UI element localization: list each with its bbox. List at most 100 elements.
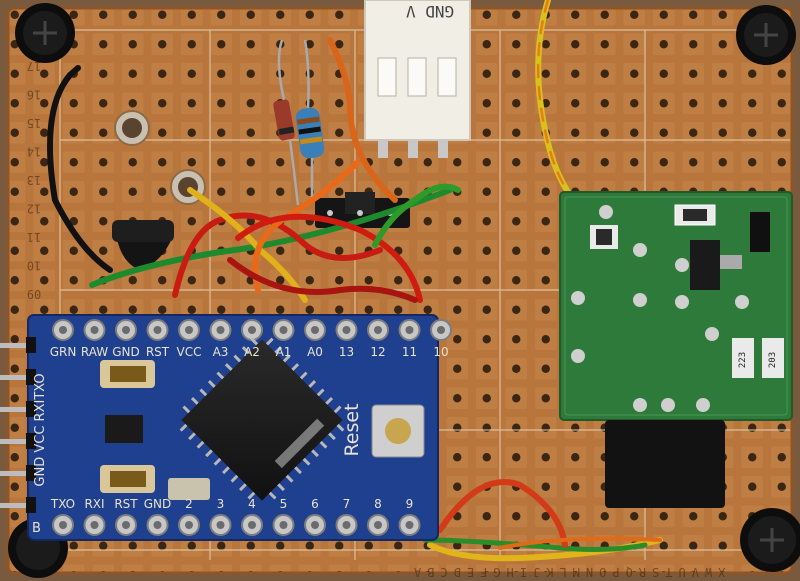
header-pad-hole	[374, 521, 382, 529]
capacitor-label-area	[110, 471, 146, 487]
header-pad-hole	[122, 521, 130, 529]
top-header-label: GRN	[50, 345, 77, 359]
angled-header-pin	[0, 407, 30, 412]
bottom-header-label: GND	[144, 497, 172, 511]
mounting-screw-top-right	[736, 5, 796, 65]
microcontroller-chip	[179, 337, 345, 501]
perfboard-row-number: 13	[27, 173, 41, 187]
rf-solder-pads	[571, 205, 749, 412]
header-pad-hole	[185, 521, 193, 529]
perfboard-row-number: 09	[27, 287, 41, 301]
bottom-header-label: 9	[406, 497, 414, 511]
bottom-header-labels: TXO RXI RST GND 2 3 4 5 6 7 8 9	[50, 497, 413, 511]
bottom-header-label: 8	[374, 497, 382, 511]
pin-housing	[26, 337, 36, 353]
board-hole-center	[122, 118, 142, 138]
header-pad-hole	[405, 521, 414, 529]
header-pad-hole	[59, 326, 67, 334]
header-pad-hole	[122, 326, 130, 334]
angled-header-pin	[0, 471, 30, 476]
perfboard-row-number: 10	[27, 259, 41, 273]
diode	[273, 39, 300, 206]
top-header-label: RAW	[81, 345, 108, 359]
header-pad-hole	[437, 326, 445, 334]
header-pad-hole	[311, 326, 319, 334]
pin-housing	[26, 465, 36, 481]
rf-module: 223 203	[559, 191, 793, 421]
angled-header-pin	[0, 343, 30, 348]
top-header-labels: GRN RAW GND RST VCC A3 A2 A1 A0 13 12 11 10	[50, 345, 449, 359]
top-header-label: 12	[370, 345, 385, 359]
bottom-header-label: 7	[343, 497, 351, 511]
top-header-label: VCC	[177, 345, 202, 359]
header-pad-hole	[59, 521, 67, 529]
pin-housing	[26, 401, 36, 417]
bottom-header-label: 5	[280, 497, 288, 511]
perfboard-column-letters: XWVUTSRQPONMLKJIHGFEDCBA	[408, 565, 725, 579]
capacitor-label-area	[110, 366, 146, 382]
header-pad-hole	[374, 326, 382, 334]
bottom-header-label: RST	[114, 497, 138, 511]
header-pad-hole	[153, 326, 162, 334]
top-header-label: GND	[112, 345, 140, 359]
header-pad-hole	[185, 326, 193, 334]
arduino-pro-mini: Reset GND VCC RXI TXO B GRN RAW GND RST VCC A3…	[0, 314, 452, 541]
bottom-header-label: 3	[217, 497, 225, 511]
header-pad-hole	[342, 326, 351, 334]
rf-component-label: 223	[738, 352, 748, 368]
angled-header-pin	[0, 439, 30, 444]
header-pad-hole	[279, 326, 288, 334]
rf-component-label: 203	[768, 352, 778, 368]
white-connector: GND V	[364, 0, 471, 158]
angled-header-pin	[0, 375, 30, 380]
header-pad-hole	[248, 521, 256, 529]
reset-button	[371, 404, 425, 458]
header-pad-hole	[405, 326, 414, 334]
pin-housing	[26, 433, 36, 449]
header-pad-hole	[216, 521, 225, 529]
resonator	[168, 478, 210, 500]
connector-label: GND V	[406, 2, 455, 21]
wires	[47, 0, 663, 562]
regulator-chip	[105, 415, 143, 443]
bottom-header-label: TXO	[50, 497, 75, 511]
top-header-label: A1	[276, 345, 292, 359]
top-header-label: A3	[213, 345, 229, 359]
bottom-header-label: 4	[248, 497, 256, 511]
header-pad-hole	[90, 326, 99, 334]
top-header-label: 13	[339, 345, 354, 359]
header-pad-hole	[342, 521, 351, 529]
header-pad-hole	[248, 326, 256, 334]
perfboard-row-number: 12	[27, 202, 41, 216]
perfboard-row-number: 11	[27, 230, 41, 244]
top-header-label: A0	[307, 345, 323, 359]
header-pad-hole	[311, 521, 319, 529]
transistor	[112, 220, 174, 270]
resistor	[295, 39, 325, 200]
header-pad-hole	[153, 521, 162, 529]
header-pad-hole	[90, 521, 99, 529]
rf-antenna-block	[605, 420, 725, 508]
reset-label: Reset	[341, 403, 363, 456]
perfboard-row-number: 17	[27, 59, 41, 73]
pin-housing	[26, 369, 36, 385]
header-pad-hole	[216, 326, 225, 334]
perfboard-row-number: 15	[27, 116, 41, 130]
bottom-header-label: 2	[185, 497, 193, 511]
perfboard-row-number: 14	[27, 145, 41, 159]
top-header-label: A2	[244, 345, 260, 359]
mounting-screw-top-left	[15, 3, 75, 63]
angled-header-pin	[0, 503, 30, 508]
perfboard-row-number: 16	[27, 88, 41, 102]
perfboard-row-labels: 17 16 15 14 13 12 11 10 09	[27, 59, 41, 301]
bottom-header-label: RXI	[84, 497, 104, 511]
top-header-label: 10	[433, 345, 448, 359]
board-corner-label: B	[32, 521, 41, 536]
mounting-screw-bottom-right	[740, 508, 800, 572]
top-header-label: RST	[146, 345, 170, 359]
header-pad-hole	[279, 521, 288, 529]
pin-housing	[26, 497, 36, 513]
bottom-header-label: 6	[311, 497, 319, 511]
top-header-label: 11	[402, 345, 417, 359]
